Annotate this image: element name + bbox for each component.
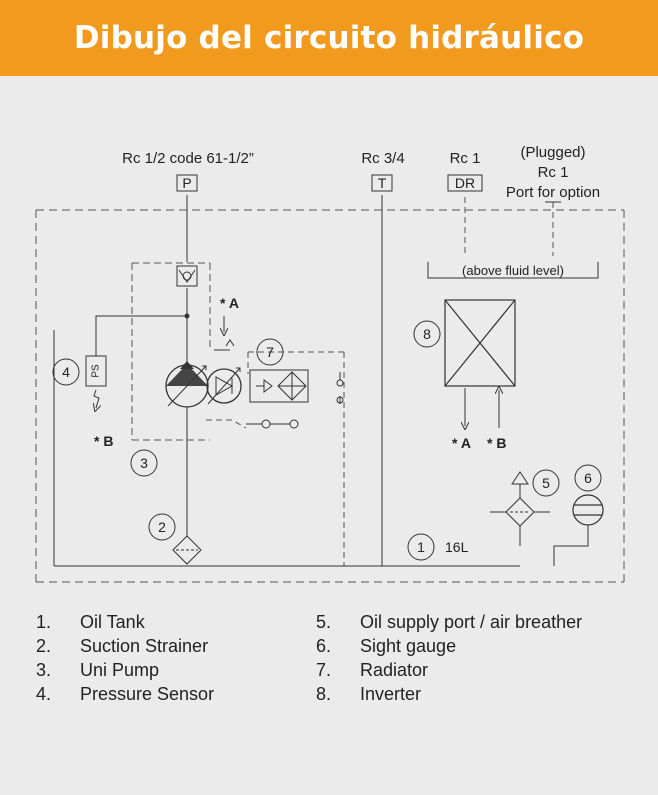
marker-b-inverter: * B [487,435,506,451]
uni-pump-symbol [165,361,209,408]
port-option-line1: (Plugged) [520,144,585,161]
radiator-fan-right [289,419,299,429]
callout-4: 4 [52,358,80,386]
port-dr-code: DR [455,175,475,191]
port-option-line3: Port for option [506,184,600,201]
svg-text:5: 5 [542,475,550,491]
sight-gauge-symbol [572,494,604,526]
svg-text:1: 1 [417,539,425,555]
callout-8: 8 [413,320,441,348]
callout-7: 7 [256,338,284,366]
header-bar: Dibujo del circuito hidráulico [0,0,658,76]
callout-5: 5 [532,469,560,497]
inverter-symbol [444,299,516,387]
motor-symbol [206,367,242,405]
radiator-switch-top [336,379,344,387]
svg-text:6: 6 [584,470,592,486]
radiator-fan-left [261,419,271,429]
radiator-symbol [249,369,309,403]
fluid-level-note: (above fluid level) [462,263,564,278]
pump-unit-enclosure [131,262,211,441]
port-p-code: P [182,175,191,191]
port-p-box [176,174,198,192]
callout-3: 3 [130,449,158,477]
pump-signal-zigzag [214,339,235,351]
page-title: Dibujo del circuito hidráulico [73,20,585,56]
port-t-spec: Rc 3/4 [361,150,404,167]
callout-1: 1 [407,533,435,561]
air-breather-symbol [490,471,550,546]
hydraulic-circuit-diagram: Rc 1/2 code 61-1/2” P Rc 3/4 T Rc 1 DR (… [35,144,625,583]
port-t-box [371,174,393,192]
check-valve-symbol [176,265,198,287]
svg-text:7: 7 [266,344,274,360]
port-dr-box [447,174,483,192]
tank-capacity: 16L [445,539,469,555]
svg-text:3: 3 [140,455,148,471]
sensor-signal-arrow [94,389,99,408]
svg-text:8: 8 [423,326,431,342]
marker-a-inverter: * A [452,435,471,451]
drain-port-lines [464,197,554,256]
pressure-sensor-label: PS [91,364,102,378]
svg-text:4: 4 [62,364,70,380]
svg-text:2: 2 [158,519,166,535]
port-option-line2: Rc 1 [538,164,569,181]
marker-b-left: * B [94,433,113,449]
sight-gauge-line [553,525,589,566]
port-t-code: T [378,175,387,191]
tank-boundary [35,209,625,583]
port-dr-spec: Rc 1 [450,150,481,167]
marker-a-pump: * A [220,295,239,311]
port-p-spec: Rc 1/2 code 61-1/2” [122,150,254,167]
suction-strainer-symbol [172,535,202,565]
radiator-enclosure [206,351,345,566]
sensor-line [95,315,187,356]
pressure-sensor-symbol [85,355,107,387]
callout-2: 2 [148,513,176,541]
callout-6: 6 [574,464,602,492]
fluid-level-bracket [427,262,599,279]
radiator-switch-bottom [336,396,344,404]
